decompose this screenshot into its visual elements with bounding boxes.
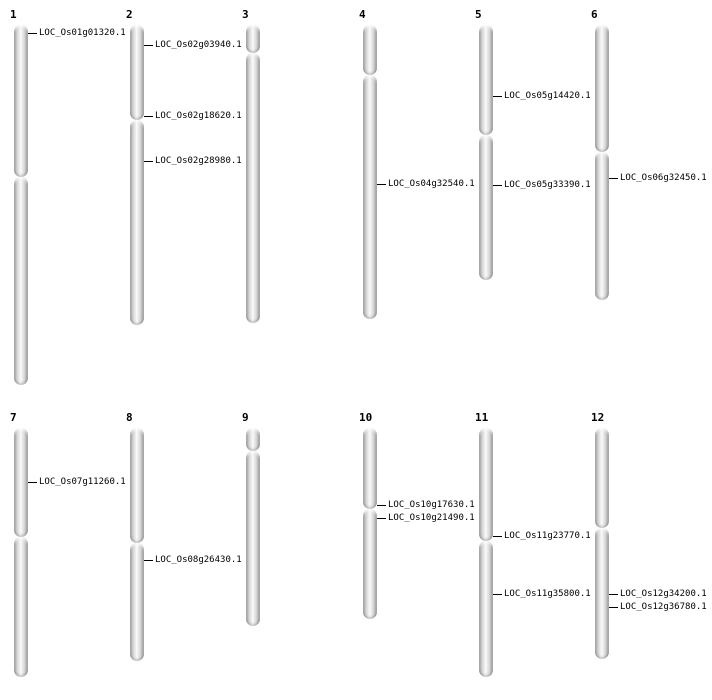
chromosome-arm-top <box>14 25 28 177</box>
chromosome-number: 8 <box>126 411 133 424</box>
chromosome-11: 11 LOC_Os11g23770.1 LOC_Os11g35800.1 <box>475 411 591 677</box>
marker-line <box>493 594 502 595</box>
chromosome-arm-top <box>479 25 493 135</box>
chromosome-4: 4 LOC_Os04g32540.1 <box>359 8 475 319</box>
chromosome-arm-bottom <box>363 509 377 619</box>
chromosome-number: 9 <box>242 411 249 424</box>
chromosome-arm-bottom <box>479 135 493 280</box>
chromosome-arm-top <box>246 25 260 53</box>
chromosome-number: 7 <box>10 411 17 424</box>
marker-line <box>28 482 37 483</box>
chromosome-arm-bottom <box>479 541 493 677</box>
chromosome-arm-top <box>595 428 609 528</box>
chromosome-8: 8 LOC_Os08g26430.1 <box>126 411 242 661</box>
gene-label: LOC_Os08g26430.1 <box>155 555 242 565</box>
marker-line <box>28 33 37 34</box>
marker-line <box>144 45 153 46</box>
chromosome-arm-top <box>363 25 377 75</box>
chromosome-arm-top <box>130 428 144 543</box>
gene-label: LOC_Os05g14420.1 <box>504 91 591 101</box>
chromosome-arm-bottom <box>595 528 609 659</box>
chromosome-arm-bottom <box>246 451 260 626</box>
chromosome-number: 11 <box>475 411 489 424</box>
marker-line <box>609 178 618 179</box>
chromosome-arm-bottom <box>130 543 144 661</box>
gene-label: LOC_Os02g03940.1 <box>155 40 242 50</box>
marker-line <box>144 161 153 162</box>
chromosome-arm-top <box>595 25 609 152</box>
gene-label: LOC_Os04g32540.1 <box>388 179 475 189</box>
gene-label: LOC_Os06g32450.1 <box>620 173 707 183</box>
chromosome-5: 5 LOC_Os05g14420.1 LOC_Os05g33390.1 <box>475 8 591 280</box>
marker-line <box>144 560 153 561</box>
marker-line <box>493 185 502 186</box>
chromosome-1: 1 LOC_Os01g01320.1 <box>10 8 126 385</box>
chromosome-number: 2 <box>126 8 133 21</box>
gene-label: LOC_Os10g21490.1 <box>388 513 475 523</box>
marker-line <box>493 536 502 537</box>
chromosome-arm-top <box>246 428 260 451</box>
chromosome-number: 10 <box>359 411 373 424</box>
gene-label: LOC_Os05g33390.1 <box>504 180 591 190</box>
marker-line <box>493 96 502 97</box>
chromosome-arm-bottom <box>14 537 28 677</box>
chromosome-arm-bottom <box>14 177 28 385</box>
chromosome-arm-top <box>14 428 28 537</box>
chromosome-number: 12 <box>591 411 605 424</box>
marker-line <box>377 505 386 506</box>
chromosome-number: 6 <box>591 8 598 21</box>
chromosome-arm-bottom <box>246 53 260 323</box>
chromosome-number: 3 <box>242 8 249 21</box>
chromosome-arm-top <box>363 428 377 509</box>
gene-label: LOC_Os07g11260.1 <box>39 477 126 487</box>
gene-label: LOC_Os01g01320.1 <box>39 28 126 38</box>
chromosome-10: 10 LOC_Os10g17630.1 LOC_Os10g21490.1 <box>359 411 475 619</box>
chromosome-2: 2 LOC_Os02g03940.1 LOC_Os02g18620.1 LOC_… <box>126 8 242 325</box>
marker-line <box>144 116 153 117</box>
chromosome-arm-top <box>130 25 144 120</box>
chromosome-number: 5 <box>475 8 482 21</box>
chromosome-arm-top <box>479 428 493 541</box>
marker-line <box>377 184 386 185</box>
chromosome-7: 7 LOC_Os07g11260.1 <box>10 411 126 677</box>
gene-label: LOC_Os12g36780.1 <box>620 602 707 612</box>
gene-label: LOC_Os10g17630.1 <box>388 500 475 510</box>
chromosome-arm-bottom <box>130 120 144 325</box>
chromosome-number: 1 <box>10 8 17 21</box>
gene-label: LOC_Os11g35800.1 <box>504 589 591 599</box>
gene-label: LOC_Os02g28980.1 <box>155 156 242 166</box>
marker-line <box>377 518 386 519</box>
chromosome-9: 9 <box>242 411 260 626</box>
marker-line <box>609 607 618 608</box>
chromosome-6: 6 LOC_Os06g32450.1 <box>591 8 707 300</box>
chromosome-number: 4 <box>359 8 366 21</box>
gene-label: LOC_Os02g18620.1 <box>155 111 242 121</box>
chromosome-12: 12 LOC_Os12g34200.1 LOC_Os12g36780.1 <box>591 411 707 659</box>
marker-line <box>609 594 618 595</box>
gene-label: LOC_Os12g34200.1 <box>620 589 707 599</box>
gene-label: LOC_Os11g23770.1 <box>504 531 591 541</box>
chromosome-arm-bottom <box>595 152 609 300</box>
chromosome-3: 3 <box>242 8 260 323</box>
chromosome-arm-bottom <box>363 75 377 319</box>
